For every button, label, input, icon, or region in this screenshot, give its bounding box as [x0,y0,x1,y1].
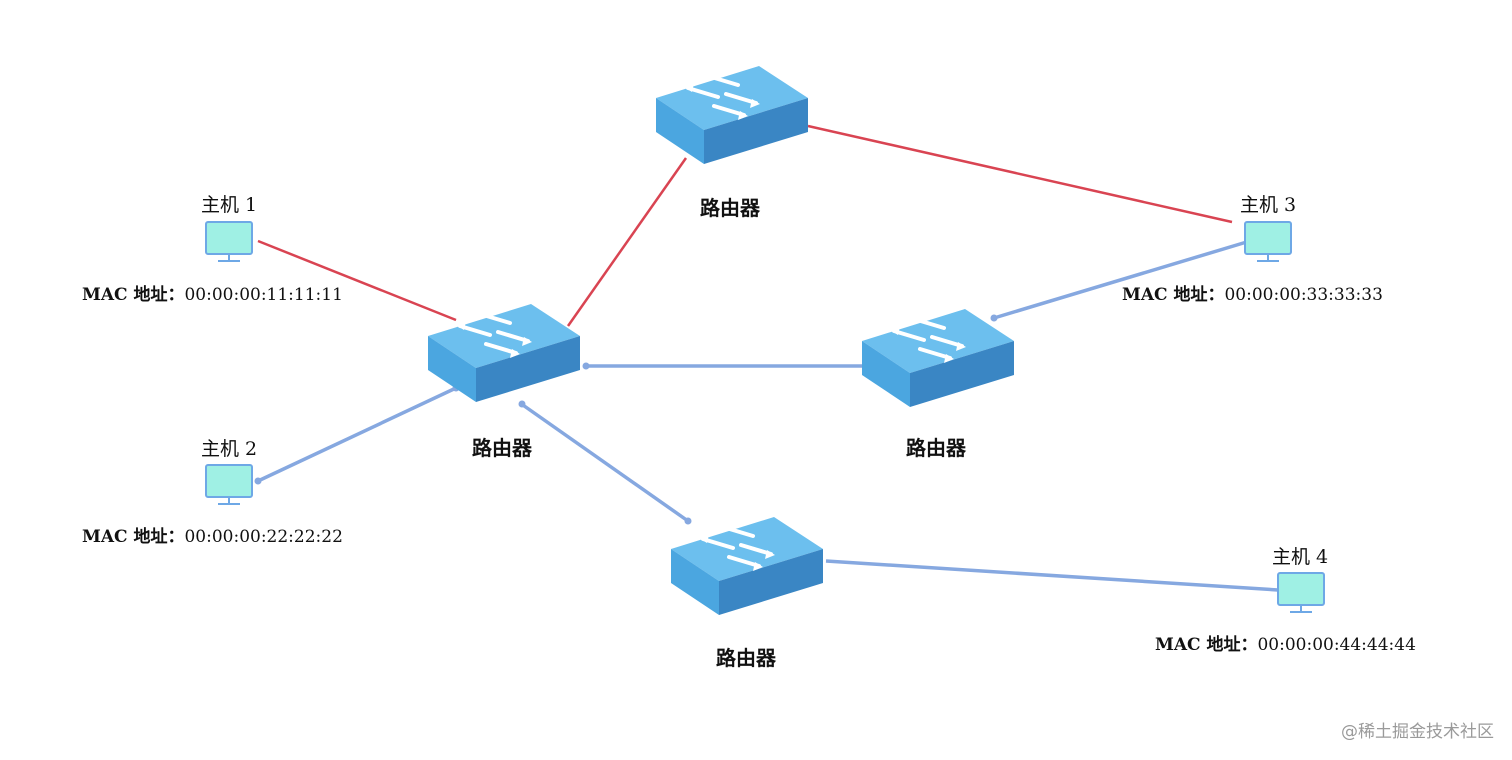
host3-mac-value: 00:00:00:33:33:33 [1224,285,1383,305]
host2-mac: MAC 地址：00:00:00:22:22:22 [82,522,343,547]
link-r3-h3 [993,239,1251,320]
monitor-icon-host4 [1277,572,1325,613]
link-r1-r2 [566,157,688,327]
link-r4-h4 [825,559,1279,592]
host3-mac-key: MAC 地址： [1122,285,1225,305]
router-label-right: 路由器 [906,436,966,460]
link-endpoint [684,517,692,525]
link-r2-h3 [807,124,1233,224]
monitor-icon-host3 [1244,221,1292,262]
watermark: @稀土掘金技术社区 [1341,722,1494,742]
router-label-main: 路由器 [472,436,532,460]
host2-name: 主机 2 [201,438,258,460]
host4-name: 主机 4 [1272,546,1329,568]
host2-mac-key: MAC 地址： [82,527,185,547]
host3-mac: MAC 地址：00:00:00:33:33:33 [1122,280,1383,305]
host2-mac-value: 00:00:00:22:22:22 [184,527,343,547]
router-label-bottom: 路由器 [716,646,776,670]
monitor-icon-host1 [205,221,253,262]
host1-mac-value: 00:00:00:11:11:11 [184,285,343,305]
host4-mac-key: MAC 地址： [1155,635,1258,655]
host4-mac-value: 00:00:00:44:44:44 [1257,635,1416,655]
host1-mac: MAC 地址：00:00:00:11:11:11 [82,280,343,305]
host1-mac-key: MAC 地址： [82,285,185,305]
host1-name: 主机 1 [201,194,258,216]
link-endpoint [518,400,526,408]
router-icon-top [654,64,810,166]
link-h2-r1 [257,386,457,483]
router-label-top: 路由器 [700,196,760,220]
link-r1-r4 [518,401,690,523]
router-icon-right [860,307,1016,409]
link-endpoint [254,477,262,485]
monitor-icon-host2 [205,464,253,505]
link-h1-r1 [257,239,457,322]
link-endpoint [582,362,590,370]
host4-mac: MAC 地址：00:00:00:44:44:44 [1155,630,1416,655]
host3-name: 主机 3 [1240,194,1297,216]
links [254,124,1279,592]
router-icon-bottom [669,515,825,617]
link-endpoint [990,314,998,322]
